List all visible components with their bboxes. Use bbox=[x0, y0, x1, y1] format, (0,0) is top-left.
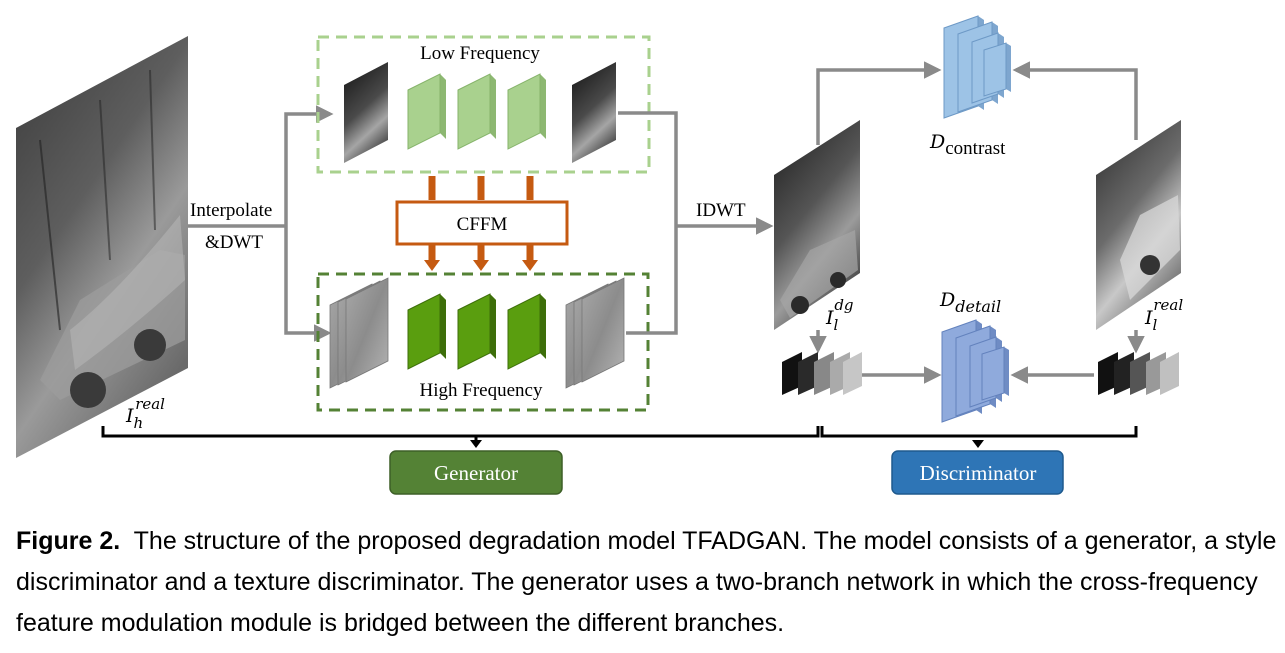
cffm-arrowheads bbox=[424, 260, 538, 271]
low-frequency-box bbox=[316, 35, 651, 174]
generator-brace-tip bbox=[470, 440, 482, 448]
figure-caption: Figure 2. The structure of the proposed … bbox=[16, 521, 1278, 644]
high-conv-block-1 bbox=[407, 293, 446, 370]
low-conv-block-3 bbox=[507, 73, 546, 150]
high-conv-block-3 bbox=[507, 293, 546, 370]
real-target-label: Ilreal bbox=[1144, 296, 1183, 334]
input-image-label: Ihreal bbox=[125, 395, 165, 432]
cffm-label: CFFM bbox=[457, 214, 508, 235]
d-detail-network bbox=[941, 319, 1009, 423]
discriminator-brace bbox=[820, 426, 1138, 438]
discriminator-label-box bbox=[891, 450, 1064, 495]
high-frequency-input-maps bbox=[329, 277, 389, 389]
high-conv-block-2 bbox=[457, 293, 496, 370]
high-frequency-box bbox=[316, 272, 650, 412]
generated-wavelet-patches bbox=[782, 352, 862, 395]
idwt-label: IDWT bbox=[696, 200, 746, 221]
d-contrast-network bbox=[943, 15, 1011, 119]
high-frequency-output-maps bbox=[565, 277, 625, 389]
input-split-arrows bbox=[188, 105, 334, 342]
low-conv-block-1 bbox=[407, 73, 446, 150]
figure-number: Figure 2. bbox=[16, 527, 121, 555]
generated-output-label: Ildg bbox=[825, 296, 854, 334]
d-contrast-arrows bbox=[816, 61, 1138, 145]
discriminator-brace-tip bbox=[972, 440, 984, 448]
low-frequency-label: Low Frequency bbox=[420, 43, 540, 64]
cffm-module-box bbox=[395, 200, 569, 246]
wavelet-down-arrows bbox=[809, 330, 1145, 354]
generator-label: Generator bbox=[434, 461, 518, 485]
idwt-merge-arrows bbox=[618, 111, 774, 335]
interpolate-dwt-label: Interpolate &DWT bbox=[190, 200, 277, 253]
discriminator-label: Discriminator bbox=[920, 461, 1037, 485]
real-target-image bbox=[1096, 120, 1181, 330]
d-detail-label: Ddetail bbox=[939, 289, 1001, 316]
high-frequency-label: High Frequency bbox=[420, 380, 543, 401]
generator-label-box bbox=[389, 450, 563, 495]
tfadgan-architecture-diagram: Ihreal Interpolate &DWT Low Frequency bbox=[16, 15, 1183, 495]
low-frequency-input-image bbox=[344, 62, 388, 163]
real-wavelet-patches bbox=[1098, 352, 1179, 395]
low-conv-block-2 bbox=[457, 73, 496, 150]
input-image bbox=[16, 36, 188, 458]
cffm-input-arrows bbox=[428, 176, 534, 200]
generated-output-image bbox=[774, 120, 860, 330]
cffm-output-arrows bbox=[428, 244, 534, 262]
caption-text: The structure of the proposed degradatio… bbox=[16, 527, 1277, 637]
d-contrast-label: Dcontrast bbox=[929, 131, 1006, 159]
low-frequency-conv-blocks bbox=[407, 73, 546, 150]
low-frequency-output-image bbox=[572, 62, 616, 163]
d-detail-layer-4 bbox=[981, 346, 1009, 401]
d-contrast-layer-4 bbox=[983, 42, 1011, 97]
generator-brace bbox=[101, 426, 820, 444]
high-frequency-conv-blocks bbox=[407, 293, 546, 370]
